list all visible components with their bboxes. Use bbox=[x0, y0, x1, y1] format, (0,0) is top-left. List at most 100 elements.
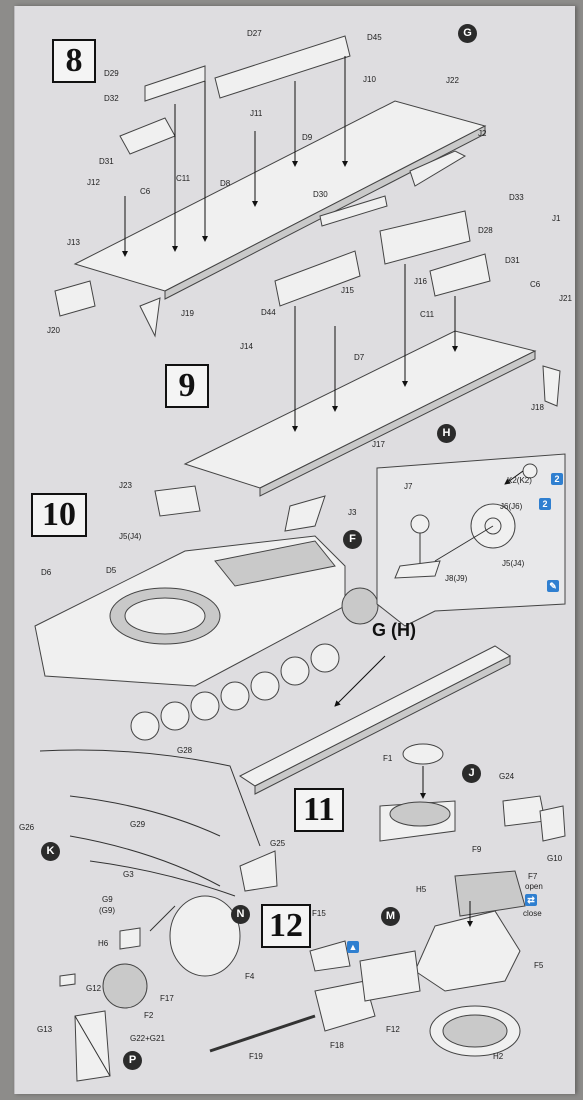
circle-label-h: H bbox=[437, 424, 456, 443]
part-label: F9 bbox=[472, 845, 482, 854]
circle-label-n: N bbox=[231, 905, 250, 924]
close-label: close bbox=[523, 909, 542, 918]
part-label: D28 bbox=[478, 226, 493, 235]
instruction-sheet: 8 9 10 11 12 G H F J K N M P G (H) 2 2 ✎… bbox=[14, 6, 575, 1094]
part-label: J17 bbox=[372, 440, 385, 449]
part-label: F2 bbox=[144, 1011, 154, 1020]
step8-hull-side bbox=[54, 35, 487, 338]
part-label: J1 bbox=[552, 214, 561, 223]
part-label: D33 bbox=[509, 193, 524, 202]
part-label: J23 bbox=[119, 481, 132, 490]
step-number-12: 12 bbox=[261, 904, 311, 948]
part-label: D31 bbox=[99, 157, 114, 166]
step12-mantlet bbox=[102, 895, 241, 1009]
step9-hull-side bbox=[154, 210, 561, 532]
assembly-drawing bbox=[34, 35, 566, 1082]
part-label: H5 bbox=[416, 885, 427, 894]
x2-badge-j6: 2 bbox=[539, 498, 551, 510]
part-label: J13 bbox=[67, 238, 80, 247]
step12-gun-barrel bbox=[209, 940, 421, 1053]
step-number-11: 11 bbox=[294, 788, 344, 832]
part-label: J12 bbox=[87, 178, 100, 187]
part-label: J6(J6) bbox=[500, 502, 523, 511]
part-label: D29 bbox=[104, 69, 119, 78]
part-label: F17 bbox=[160, 994, 174, 1003]
part-label: H2 bbox=[493, 1052, 504, 1061]
part-label: D9 bbox=[302, 133, 313, 142]
step11-track-guards bbox=[39, 749, 278, 897]
open-label: open bbox=[525, 882, 543, 891]
open-close-icon: ⇄ bbox=[525, 894, 537, 906]
circle-label-j: J bbox=[462, 764, 481, 783]
part-label: F4 bbox=[245, 972, 255, 981]
part-label: J15 bbox=[341, 286, 354, 295]
part-label: J16 bbox=[414, 277, 427, 286]
part-label: F18 bbox=[330, 1041, 344, 1050]
cement-icon: ▲ bbox=[347, 941, 359, 953]
circle-label-p: P bbox=[123, 1051, 142, 1070]
circle-label-k: K bbox=[41, 842, 60, 861]
part-label: J10 bbox=[363, 75, 376, 84]
circle-label-m: M bbox=[381, 907, 400, 926]
part-label: G22+G21 bbox=[130, 1034, 165, 1043]
part-label: F19 bbox=[249, 1052, 263, 1061]
step-number-9: 9 bbox=[165, 364, 209, 408]
detail-box-h bbox=[376, 453, 566, 627]
part-label: G10 bbox=[547, 854, 563, 863]
part-label: G24 bbox=[499, 772, 515, 781]
step12-fuel-can bbox=[59, 973, 111, 1082]
part-label: D31 bbox=[505, 256, 520, 265]
part-label: G12 bbox=[86, 984, 102, 993]
part-label: K2(K2) bbox=[507, 476, 532, 485]
step-number-10: 10 bbox=[31, 493, 87, 537]
part-label: J19 bbox=[181, 309, 194, 318]
part-label: J14 bbox=[240, 342, 253, 351]
step9-arrows bbox=[292, 264, 458, 432]
part-label: G9 bbox=[102, 895, 113, 904]
part-label: J8(J9) bbox=[445, 574, 468, 583]
step8-arrows bbox=[122, 56, 348, 257]
part-label: G29 bbox=[130, 820, 146, 829]
glue-icon: ✎ bbox=[547, 580, 559, 592]
part-label: C11 bbox=[176, 174, 191, 183]
part-label: F15 bbox=[312, 909, 326, 918]
part-label: D44 bbox=[261, 308, 276, 317]
part-label: D32 bbox=[104, 94, 119, 103]
x2-badge-k2: 2 bbox=[551, 473, 563, 485]
part-label: D6 bbox=[41, 568, 52, 577]
part-label: D30 bbox=[313, 190, 328, 199]
part-label: J22 bbox=[446, 76, 459, 85]
part-label: J18 bbox=[531, 403, 544, 412]
part-label: G26 bbox=[19, 823, 35, 832]
step12-turret bbox=[414, 870, 526, 1057]
part-label: D5 bbox=[106, 566, 117, 575]
step11-turret-base bbox=[379, 743, 566, 842]
detail-h-parts bbox=[394, 463, 538, 579]
part-label: F12 bbox=[386, 1025, 400, 1034]
part-label: D27 bbox=[247, 29, 262, 38]
part-label: J3 bbox=[348, 508, 357, 517]
circle-label-f: F bbox=[343, 530, 362, 549]
part-label: G25 bbox=[270, 839, 286, 848]
part-label: J5(J4) bbox=[502, 559, 525, 568]
step-number-8: 8 bbox=[52, 39, 96, 83]
part-label: G3 bbox=[123, 870, 134, 879]
part-label: C6 bbox=[530, 280, 541, 289]
step10-tank-hull bbox=[34, 535, 379, 687]
part-label: G13 bbox=[37, 1025, 53, 1034]
part-label: G28 bbox=[177, 746, 193, 755]
part-label: J21 bbox=[559, 294, 572, 303]
part-label: F7 bbox=[528, 872, 538, 881]
part-label: J11 bbox=[250, 109, 263, 118]
part-label: J7 bbox=[404, 482, 413, 491]
part-label: D8 bbox=[220, 179, 231, 188]
part-label: J5(J4) bbox=[119, 532, 142, 541]
part-label: C6 bbox=[140, 187, 151, 196]
part-label: C11 bbox=[420, 310, 435, 319]
circle-label-g: G bbox=[458, 24, 477, 43]
part-label: J20 bbox=[47, 326, 60, 335]
part-label: D7 bbox=[354, 353, 365, 362]
step10-track-side bbox=[239, 645, 511, 795]
part-label: H6 bbox=[98, 939, 109, 948]
part-label: D45 bbox=[367, 33, 382, 42]
